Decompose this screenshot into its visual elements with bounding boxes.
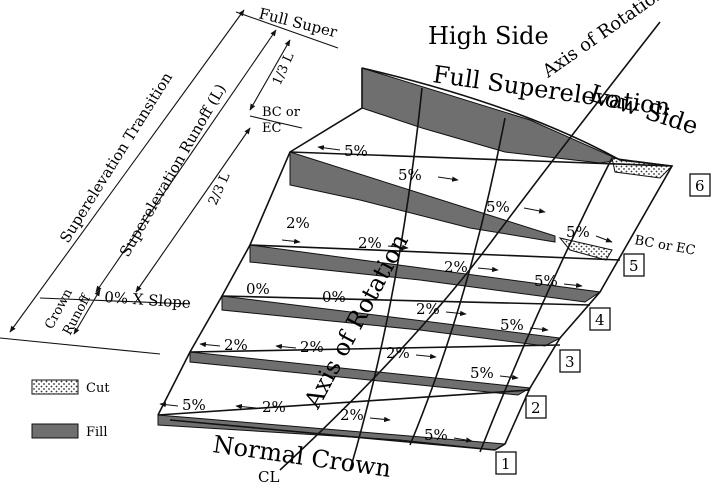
slope-s1-mid: 2%	[262, 398, 286, 416]
legend-fill-label: Fill	[86, 425, 108, 440]
slope-s3-mid: 2%	[300, 338, 324, 356]
slope-s4-far: 5%	[500, 316, 524, 334]
slope-s5-mid: 2%	[358, 234, 382, 252]
station-6-label: 6	[695, 177, 705, 195]
slope-s3-left: 2%	[224, 336, 248, 354]
high-side-label: High Side	[428, 22, 549, 50]
fill-regions	[157, 67, 622, 451]
slope-s4-right: 2%	[416, 300, 440, 318]
full-super-label: Full Super	[257, 4, 340, 41]
station-5-label: 5	[629, 257, 639, 275]
zero-x-slope-label: 0% X Slope	[104, 288, 192, 312]
third-l-label: 1/3 L	[270, 50, 298, 87]
slope-s6-mid: 5%	[398, 166, 422, 184]
station-4-box	[589, 307, 611, 331]
station-6-box	[689, 173, 711, 197]
slope-s1-left: 5%	[182, 396, 206, 414]
bc-ec-left-label-2: EC	[262, 121, 281, 136]
low-side-label: Low Side	[586, 79, 701, 140]
station-3-box	[559, 349, 581, 373]
station-2-label: 2	[531, 399, 541, 417]
legend: Cut Fill	[31, 379, 110, 440]
station-markers: 6 5 4 3 2 1	[495, 173, 711, 475]
legend-cut-label: Cut	[86, 381, 110, 396]
axis-of-rotation-line	[279, 21, 661, 471]
slope-s5-far: 5%	[534, 272, 558, 290]
slope-s4-mid: 0%	[322, 288, 346, 306]
legend-cut-swatch	[31, 379, 79, 395]
station-5-box	[623, 253, 645, 277]
slope-s6-far: 5%	[566, 223, 590, 241]
station-3-label: 3	[565, 353, 575, 371]
station-2-box	[525, 395, 547, 419]
fill-band-6	[289, 151, 556, 243]
slope-labels: 5% 5% 5% 5% 2% 2% 2% 5% 0% 0% 2% 5% 2% 2…	[159, 142, 613, 444]
fill-band-3	[189, 351, 532, 396]
dimension-lines	[0, 9, 339, 355]
slope-s6-left: 5%	[344, 142, 368, 160]
legend-fill-swatch	[31, 423, 79, 439]
axis-of-rotation-top-label: Axis of Rotation	[538, 0, 670, 83]
slope-s1-right: 2%	[340, 406, 364, 424]
centerline-label: CL	[258, 468, 279, 486]
fill-top	[361, 67, 622, 164]
station-4-label: 4	[595, 311, 605, 329]
station-1-label: 1	[501, 455, 511, 473]
cut-region-top	[611, 157, 674, 179]
slope-s3-far: 5%	[470, 364, 494, 382]
station-1-box	[495, 451, 517, 475]
slope-s5-right: 2%	[444, 258, 468, 276]
slope-s4-left: 0%	[246, 280, 270, 298]
slope-s3-right: 2%	[386, 344, 410, 362]
slope-s1-far: 5%	[424, 426, 448, 444]
slope-s6-right: 5%	[486, 198, 510, 216]
superelevation-transition-label: Superelevation Transition	[56, 69, 176, 246]
slope-s5-left: 2%	[286, 214, 310, 232]
two-third-l-label: 2/3 L	[206, 170, 234, 207]
pavement-outline	[157, 67, 674, 471]
bc-ec-left-label-1: BC or	[262, 105, 301, 120]
